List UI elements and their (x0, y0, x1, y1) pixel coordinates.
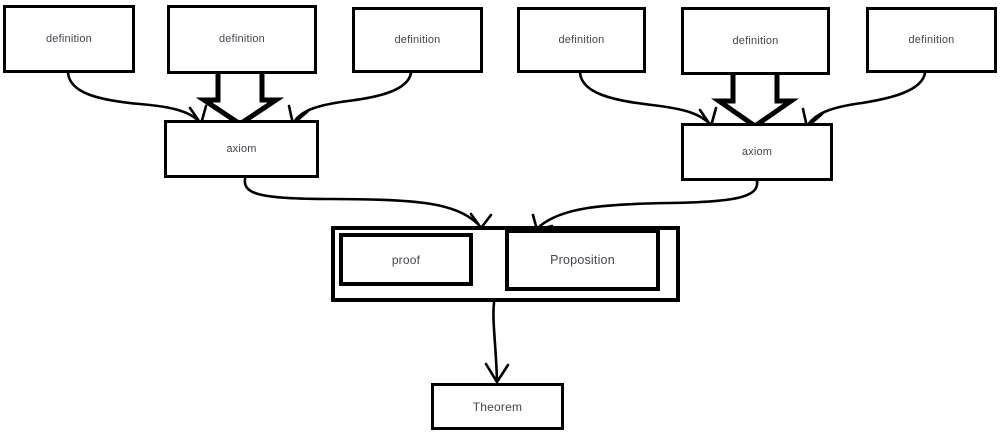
definition-label-6: definition (908, 33, 955, 46)
axiom-box-left[interactable]: axiom (164, 120, 319, 178)
definition-box-1[interactable]: definition (3, 5, 135, 73)
proof-box[interactable]: proof (339, 233, 473, 286)
axiom-box-right[interactable]: axiom (681, 123, 833, 181)
edge-def3-axiomleft (287, 71, 413, 126)
definition-box-4[interactable]: definition (517, 7, 646, 73)
proposition-label: Proposition (550, 252, 615, 267)
theorem-label: Theorem (472, 399, 523, 414)
edge-def2-axiomleft (195, 72, 285, 128)
proof-label: proof (391, 252, 421, 267)
definition-box-2[interactable]: definition (167, 5, 317, 74)
proposition-box[interactable]: Proposition (505, 229, 660, 291)
definition-label-3: definition (394, 33, 441, 46)
edge-def6-axiomright (801, 71, 927, 129)
definition-box-5[interactable]: definition (681, 7, 830, 75)
definition-label-4: definition (558, 33, 605, 46)
edge-axiomright-group (531, 179, 759, 234)
edge-def5-axiomright (711, 73, 799, 130)
edge-axiomleft-group (243, 177, 493, 230)
edge-def1-axiomleft (66, 71, 208, 126)
definition-box-6[interactable]: definition (866, 7, 997, 73)
theorem-box[interactable]: Theorem (431, 383, 564, 430)
definition-label-2: definition (218, 33, 266, 45)
definition-box-3[interactable]: definition (352, 7, 483, 73)
edge-def4-axiomright (578, 71, 718, 128)
definition-label-1: definition (45, 32, 93, 45)
axiom-label-right: axiom (741, 145, 773, 158)
axiom-label-left: axiom (226, 142, 257, 155)
definition-label-5: definition (732, 34, 779, 47)
edge-group-theorem (484, 301, 510, 384)
